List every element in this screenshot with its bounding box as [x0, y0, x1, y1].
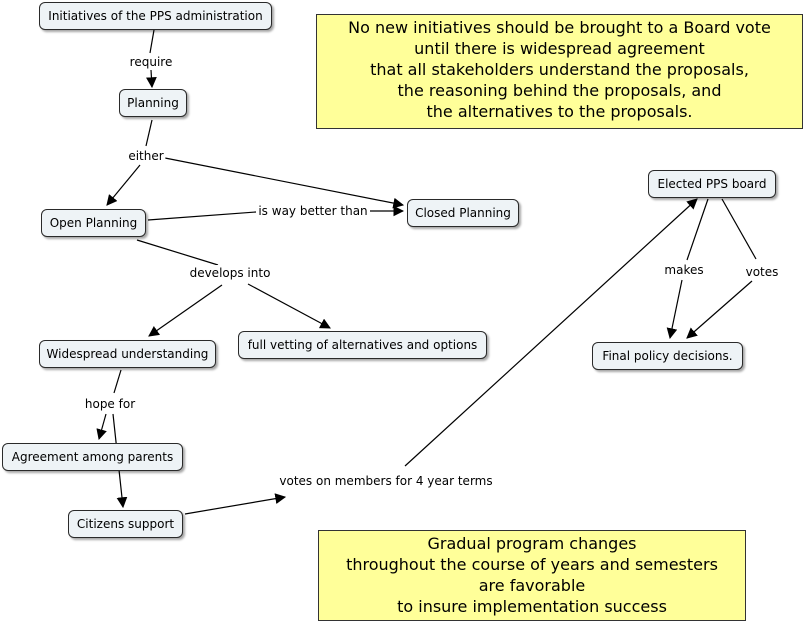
note-top-line: until there is widespread agreement — [414, 39, 705, 58]
link-either[interactable]: either — [126, 148, 166, 164]
concept-citizens-support[interactable]: Citizens support — [68, 510, 183, 538]
concept-open-planning[interactable]: Open Planning — [41, 209, 146, 237]
note-top-line: the reasoning behind the proposals, and — [397, 81, 722, 100]
edge-require-planning — [146, 69, 157, 89]
concept-elected-board[interactable]: Elected PPS board — [648, 170, 776, 198]
concept-agreement-parents[interactable]: Agreement among parents — [2, 443, 183, 471]
edge-either-closed — [164, 157, 405, 209]
note-bottom: Gradual program changes throughout the c… — [318, 530, 746, 621]
link-way-better[interactable]: is way better than — [256, 203, 370, 219]
edge-initiatives-require — [149, 29, 155, 54]
link-hope-for[interactable]: hope for — [82, 396, 138, 412]
edge-either-open — [106, 164, 141, 206]
note-top: No new initiatives should be brought to … — [316, 14, 803, 129]
edge-board-makes — [686, 198, 709, 261]
edge-makes-final — [666, 279, 683, 340]
edge-votes-board — [404, 198, 698, 467]
link-makes[interactable]: makes — [662, 262, 706, 278]
concept-full-vetting[interactable]: full vetting of alternatives and options — [238, 331, 487, 359]
concept-planning[interactable]: Planning — [119, 89, 187, 117]
link-votes[interactable]: votes — [743, 264, 781, 280]
edge-develops-understanding — [148, 284, 223, 337]
edge-understanding-hope — [113, 369, 122, 394]
edge-open-develops — [136, 239, 219, 266]
note-bottom-line: throughout the course of years and semes… — [346, 555, 718, 574]
concept-widespread-understanding[interactable]: Widespread understanding — [39, 340, 216, 368]
edge-develops-vetting — [247, 283, 331, 329]
concept-final-policy[interactable]: Final policy decisions. — [592, 342, 743, 370]
note-top-line: the alternatives to the proposals. — [426, 102, 693, 121]
note-bottom-line: to insure implementation success — [397, 597, 667, 616]
edge-votes-final — [686, 280, 753, 339]
edge-open-better — [147, 211, 257, 221]
edge-board-votes — [721, 198, 757, 260]
note-bottom-line: are favorable — [478, 576, 586, 595]
edge-citizens-votes — [184, 493, 287, 515]
note-bottom-line: Gradual program changes — [427, 534, 637, 553]
link-develops-into[interactable]: develops into — [187, 265, 273, 281]
link-votes-on-members[interactable]: votes on members for 4 year terms — [277, 473, 495, 489]
edge-hope-agreement — [96, 413, 107, 441]
concept-closed-planning[interactable]: Closed Planning — [407, 199, 519, 227]
link-require[interactable]: require — [127, 54, 175, 70]
edge-planning-either — [145, 119, 153, 147]
concept-initiatives[interactable]: Initiatives of the PPS administration — [39, 2, 272, 30]
note-top-line: that all stakeholders understand the pro… — [370, 60, 749, 79]
note-top-line: No new initiatives should be brought to … — [348, 18, 771, 37]
